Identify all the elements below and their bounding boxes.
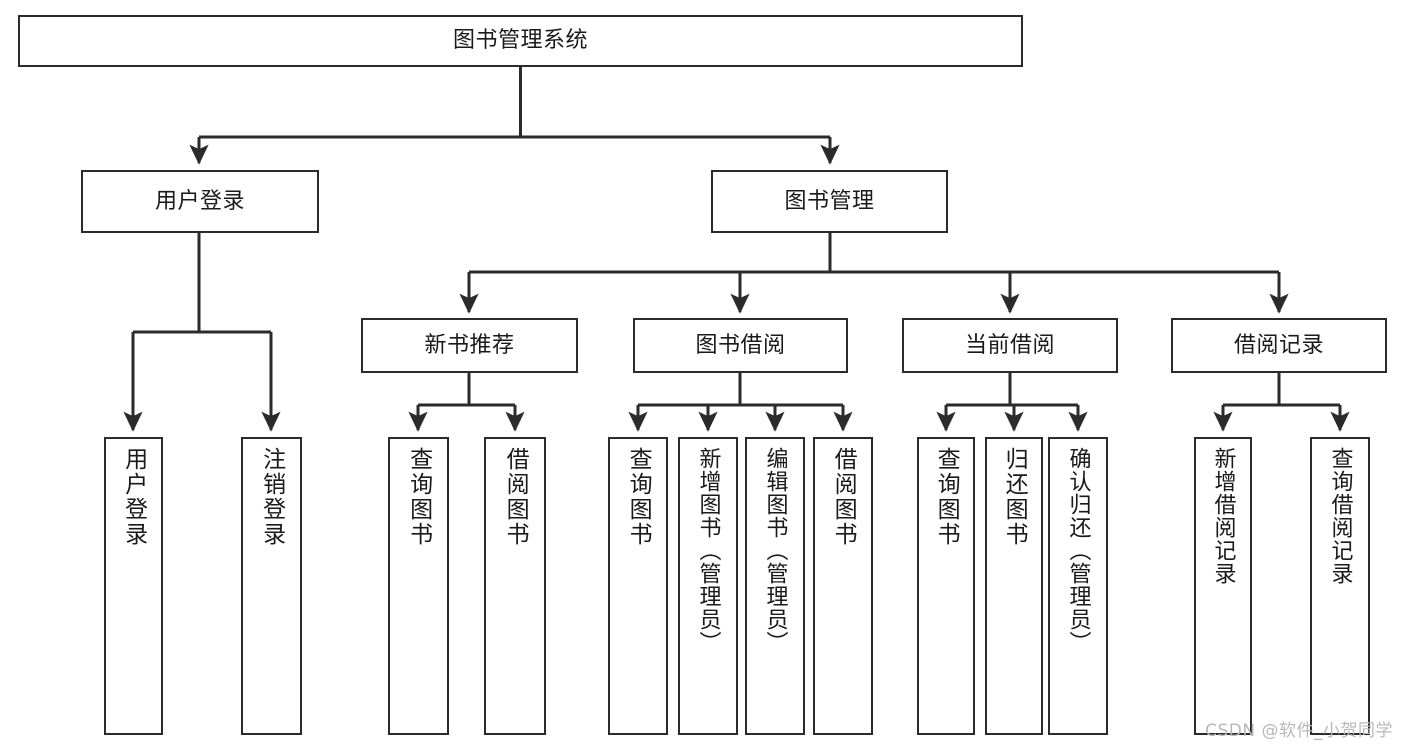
node-borrow-record[interactable]: 借阅记录 [1171,318,1387,373]
node-leaf-query-book-3-label: 查询图书 [933,447,960,547]
node-book-borrow-label: 图书借阅 [695,332,786,358]
node-current-borrow[interactable]: 当前借阅 [902,318,1118,373]
node-leaf-add-book[interactable]: 新增图书（管理员） [678,437,738,735]
node-new-book-recommend-label: 新书推荐 [424,332,515,358]
node-leaf-user-login-label: 用户登录 [120,447,147,547]
node-leaf-query-book-3[interactable]: 查询图书 [917,437,975,735]
node-leaf-query-record-label: 查询借阅记录 [1327,447,1353,585]
node-leaf-logout-login-label: 注销登录 [258,447,285,547]
node-root[interactable]: 图书管理系统 [18,15,1023,67]
node-leaf-return-book[interactable]: 归还图书 [985,437,1043,735]
node-leaf-query-book-2-label: 查询图书 [625,447,652,547]
node-leaf-confirm-return[interactable]: 确认归还（管理员） [1048,437,1108,735]
node-leaf-query-book-1-label: 查询图书 [405,447,432,547]
node-book-manage-label: 图书管理 [784,188,875,214]
node-leaf-query-book-2[interactable]: 查询图书 [608,437,668,735]
node-leaf-borrow-book-2[interactable]: 借阅图书 [813,437,873,735]
node-root-label: 图书管理系统 [452,28,588,54]
node-leaf-borrow-book-1-label: 借阅图书 [502,447,529,547]
node-leaf-confirm-return-label: 确认归还（管理员） [1065,447,1091,654]
node-leaf-query-record[interactable]: 查询借阅记录 [1310,437,1370,735]
node-book-manage[interactable]: 图书管理 [711,170,948,233]
node-leaf-user-login[interactable]: 用户登录 [104,437,163,735]
node-book-borrow[interactable]: 图书借阅 [633,318,848,373]
node-leaf-add-record-label: 新增借阅记录 [1210,447,1236,585]
node-leaf-return-book-label: 归还图书 [1001,447,1028,547]
node-leaf-add-book-label: 新增图书（管理员） [695,447,721,654]
node-leaf-logout-login[interactable]: 注销登录 [241,437,302,735]
node-leaf-edit-book[interactable]: 编辑图书（管理员） [745,437,805,735]
node-borrow-record-label: 借阅记录 [1233,332,1324,358]
node-user-login[interactable]: 用户登录 [81,170,319,233]
node-leaf-borrow-book-2-label: 借阅图书 [830,447,857,547]
node-leaf-query-book-1[interactable]: 查询图书 [388,437,449,735]
node-current-borrow-label: 当前借阅 [964,332,1055,358]
node-leaf-add-record[interactable]: 新增借阅记录 [1194,437,1252,735]
node-leaf-borrow-book-1[interactable]: 借阅图书 [484,437,546,735]
node-leaf-edit-book-label: 编辑图书（管理员） [762,447,788,654]
node-new-book-recommend[interactable]: 新书推荐 [361,318,578,373]
node-user-login-label: 用户登录 [154,188,245,214]
